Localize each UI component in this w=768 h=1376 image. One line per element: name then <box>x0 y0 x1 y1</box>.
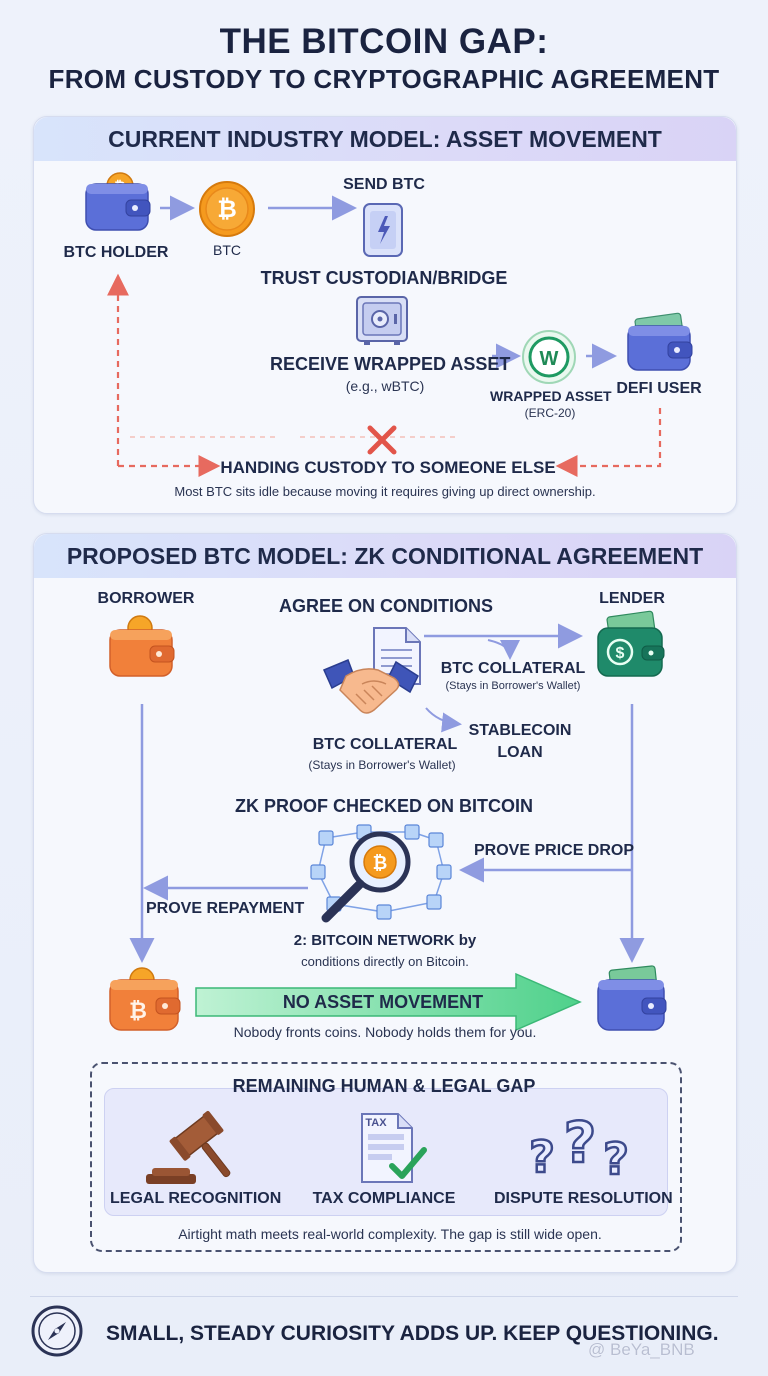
stablecoin-loan-line2: LOAN <box>497 744 543 761</box>
trust-custodian-label: TRUST CUSTODIAN/BRIDGE <box>260 268 508 288</box>
prove-price-drop-label: PROVE PRICE DROP <box>474 842 635 859</box>
borrower-wallet-icon <box>109 615 175 677</box>
legal-recognition-label: LEGAL RECOGNITION <box>110 1190 282 1207</box>
svg-text:$: $ <box>616 645 625 662</box>
tax-document-icon: TAX <box>361 1113 427 1183</box>
current-model-caption: Most BTC sits idle because moving it req… <box>174 484 596 499</box>
remaining-gap-title: REMAINING HUMAN & LEGAL GAP <box>232 1076 536 1096</box>
close-x-icon <box>367 425 397 455</box>
receive-wrapped-label: RECEIVE WRAPPED ASSET <box>270 354 511 374</box>
page-subtitle: FROM CUSTODY TO CRYPTOGRAPHIC AGREEMENT <box>48 64 720 94</box>
btc-holder-label: BTC HOLDER <box>63 244 169 261</box>
btc-label: BTC <box>213 242 241 258</box>
question-marks-icon: ? ? ? <box>528 1110 630 1187</box>
no-asset-movement-arrow <box>195 972 582 1032</box>
lender-wallet-icon: $ <box>597 610 665 677</box>
phone-device-icon <box>363 203 403 257</box>
current-model-header: CURRENT INDUSTRY MODEL: ASSET MOVEMENT <box>34 117 736 161</box>
svg-text:?: ? <box>529 1132 555 1183</box>
bitcoin-network-line1: 2: BITCOIN NETWORK by <box>293 932 477 949</box>
remaining-gap-caption: Airtight math meets real-world complexit… <box>178 1226 602 1242</box>
borrower-wallet-bottom-icon: ₿ <box>109 967 181 1031</box>
proposed-model-header: PROPOSED BTC MODEL: ZK CONDITIONAL AGREE… <box>34 534 736 578</box>
compass-icon <box>31 1305 83 1357</box>
tax-compliance-label: TAX COMPLIANCE <box>312 1190 456 1207</box>
page-title: THE BITCOIN GAP: <box>219 22 549 61</box>
blue-wallet-icon: ₿ <box>85 172 151 231</box>
btc-collateral-left-label: BTC COLLATERAL <box>312 736 458 753</box>
wrapped-coin-letter: W <box>540 348 559 370</box>
wrapped-coin-icon: W <box>522 330 576 384</box>
zk-proof-label: ZK PROOF CHECKED ON BITCOIN <box>234 796 533 816</box>
lender-label: LENDER <box>599 590 665 607</box>
watermark: @ BeYa_BNB <box>588 1340 695 1359</box>
handshake-icon <box>323 659 419 714</box>
agree-conditions-label: AGREE ON CONDITIONS <box>278 596 493 616</box>
handing-custody-label: HANDING CUSTODY TO SOMEONE ELSE <box>220 458 556 477</box>
stablecoin-loan-line1: STABLECOIN <box>468 722 572 739</box>
footer-divider <box>30 1296 738 1297</box>
btc-collateral-left-note: (Stays in Borrower's Wallet) <box>308 758 456 772</box>
bitcoin-coin-icon: ₿ <box>199 181 255 237</box>
svg-text:?: ? <box>603 1134 629 1185</box>
btc-collateral-right-label: BTC COLLATERAL <box>440 660 586 677</box>
footer-text: SMALL, STEADY CURIOSITY ADDS UP. KEEP QU… <box>106 1322 719 1345</box>
borrower-label: BORROWER <box>97 590 195 607</box>
send-btc-label: SEND BTC <box>343 176 425 193</box>
svg-text:₿: ₿ <box>129 998 147 1023</box>
vault-safe-icon <box>356 296 408 345</box>
remaining-gap-box <box>90 1062 682 1252</box>
no-asset-movement-label: NO ASSET MOVEMENT <box>282 992 484 1012</box>
wrapped-asset-standard: (ERC-20) <box>524 406 576 420</box>
current-model-panel: CURRENT INDUSTRY MODEL: ASSET MOVEMENT <box>33 116 737 514</box>
btc-collateral-right-note: (Stays in Borrower's Wallet) <box>445 680 581 692</box>
svg-text:₿: ₿ <box>373 853 388 873</box>
svg-text:₿: ₿ <box>217 196 237 223</box>
defi-wallet-icon <box>627 312 693 371</box>
proposed-model-arrows <box>129 623 645 963</box>
dispute-resolution-label: DISPUTE RESOLUTION <box>494 1190 673 1207</box>
bitcoin-network-line2: conditions directly on Bitcoin. <box>301 954 469 969</box>
svg-text:?: ? <box>564 1111 596 1176</box>
gavel-icon <box>146 1110 231 1184</box>
no-asset-movement-caption: Nobody fronts coins. Nobody holds them f… <box>233 1024 537 1040</box>
defi-user-label: DEFI USER <box>616 380 702 397</box>
tax-doc-label: TAX <box>365 1117 387 1129</box>
zk-network-magnifier-icon: ₿ <box>310 824 452 923</box>
wrapped-asset-label: WRAPPED ASSET <box>490 388 612 404</box>
prove-repayment-label: PROVE REPAYMENT <box>146 900 305 917</box>
receive-wrapped-example: (e.g., wBTC) <box>345 378 425 394</box>
lender-wallet-bottom-icon <box>597 965 667 1031</box>
